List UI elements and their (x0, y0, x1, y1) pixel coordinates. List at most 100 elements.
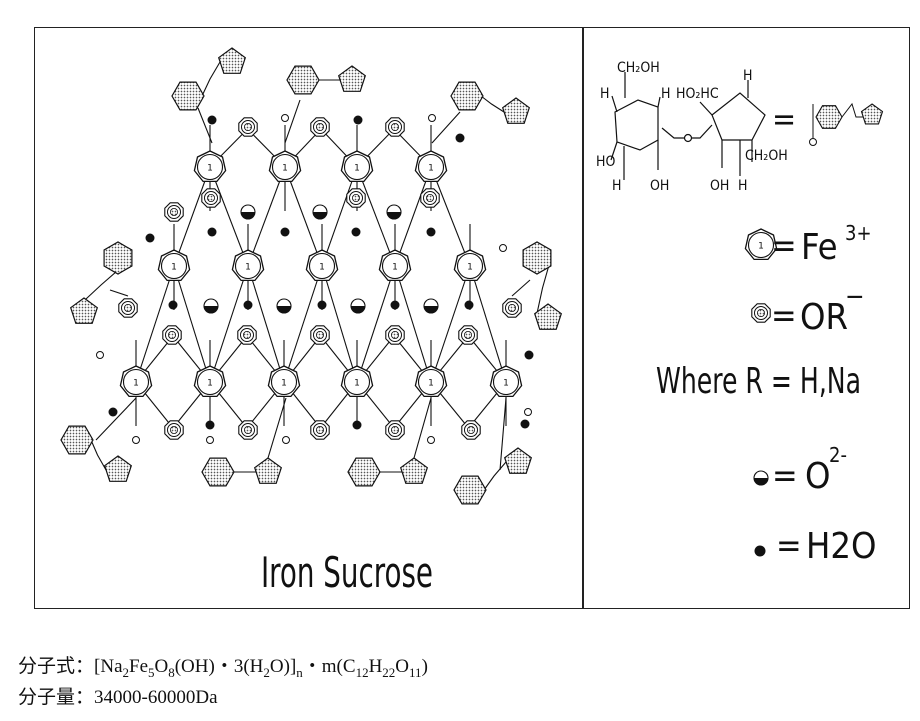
water-dot (207, 115, 217, 125)
fe-ion-icon: 1 (414, 150, 448, 183)
link-circle (524, 408, 532, 416)
link-circle (96, 351, 104, 359)
label-ch2oh-right: CH₂OH (745, 148, 788, 164)
fe-ion-label: 1 (392, 263, 398, 273)
or-group-icon (238, 117, 258, 137)
oxide-icon (753, 470, 769, 486)
or-group-icon (310, 117, 330, 137)
label-h-left: H (600, 86, 609, 102)
or-group-icon (164, 202, 184, 222)
bond-line (283, 265, 323, 383)
bond-line (209, 265, 249, 383)
bond-line (469, 265, 507, 383)
bond-line (284, 99, 301, 144)
oxide-icon (312, 204, 328, 220)
fe-ion-label: 1 (428, 379, 434, 389)
or-group-icon (385, 325, 405, 345)
water-dot (464, 300, 474, 310)
fe-ion-label: 1 (133, 379, 139, 389)
fe-ion-label: 1 (281, 379, 287, 389)
legend-o2-equals: = (772, 456, 798, 496)
bond-line (430, 166, 471, 267)
fe-ion-icon: 1 (340, 150, 374, 183)
label-oh-left: OH (650, 178, 669, 194)
fe-ion-icon: 1 (157, 249, 191, 282)
bond-line (394, 166, 432, 267)
molecular-formula-text: [Na2Fe5O8(OH)・3(H2O)]n・m(C12H22O11) (94, 656, 428, 680)
bond-line (109, 289, 129, 297)
bond-line (95, 397, 137, 441)
bond-line (356, 166, 396, 267)
water-dot (520, 419, 530, 429)
fe-ion-icon: 1 (489, 365, 523, 398)
or-group-icon (751, 303, 771, 323)
sucrose-unit-icon (286, 65, 367, 95)
bond-line (356, 265, 396, 383)
bond-line (284, 166, 323, 267)
legend-sucrose-equals: = (772, 100, 796, 138)
fe-ion-label: 1 (245, 263, 251, 273)
or-group-icon (238, 420, 258, 440)
oxide-icon (350, 298, 366, 314)
legend-or-charge: − (845, 282, 865, 312)
label-h-bottom-left: H (612, 178, 621, 194)
legend-o2: = O 2- (753, 443, 847, 497)
legend-o2-charge: 2- (829, 443, 847, 467)
water-dot (243, 300, 253, 310)
link-circle (281, 114, 289, 122)
bond-line (321, 166, 358, 267)
water-dot (455, 133, 465, 143)
bond-lines (95, 99, 531, 471)
water-dot (524, 350, 534, 360)
sucrose-hexagon-icon (815, 105, 843, 129)
water-dot (390, 300, 400, 310)
fe-ion-icon: 1 (305, 249, 339, 282)
fe-ion-label: 1 (171, 263, 177, 273)
sucrose-unit-icon (60, 425, 133, 482)
water-dot (351, 227, 361, 237)
label-h-top-right: H (743, 68, 752, 84)
fe-ion-label: 1 (319, 263, 325, 273)
fe-ion-label: 1 (467, 263, 473, 273)
oxide-icon (386, 204, 402, 220)
bond-line (173, 265, 211, 383)
fe-ion-label: 1 (354, 379, 360, 389)
bond-line (431, 111, 461, 144)
legend-fe: 1 = Fe 3+ (744, 221, 872, 268)
legend-o2-symbol: O (805, 456, 831, 497)
label-ho2hc: HO₂HC (676, 86, 719, 102)
water-dot (353, 115, 363, 125)
fe-hexagon-icon: 1 (744, 228, 778, 261)
molecular-formula-label: 分子式： (18, 656, 95, 677)
or-group-icon (385, 117, 405, 137)
legend: = 1 = Fe 3+ = OR − Where R = H,Na = O 2-… (656, 100, 884, 567)
fe-ion-label: 1 (354, 164, 360, 174)
link-circle (428, 114, 436, 122)
oxide-icon (423, 298, 439, 314)
sucrose-unit-icon (69, 241, 133, 324)
molecular-formula: 分子式：[Na2Fe5O8(OH)・3(H2O)]n・m(C12H22O11) (18, 651, 428, 681)
or-group-icon (201, 188, 221, 208)
bond-line (173, 166, 211, 267)
or-group-icon (420, 188, 440, 208)
sucrose-structure (610, 72, 766, 180)
legend-sucrose-icon (809, 102, 884, 146)
label-ho: HO (596, 154, 615, 170)
bond-line (247, 265, 285, 383)
fe-ion-icon: 1 (268, 150, 302, 183)
fe-ion-icon: 1 (453, 249, 487, 282)
oxide-icon (203, 298, 219, 314)
fe-ion-label: 1 (428, 164, 434, 174)
bond-line (135, 265, 175, 383)
water-dot (168, 300, 178, 310)
label-ch2oh-top: CH₂OH (617, 60, 660, 76)
sucrose-unit-icon (201, 457, 283, 487)
fe-ion-label: 1 (282, 164, 288, 174)
molecular-weight-label: 分子量： (18, 687, 95, 708)
bond-line (209, 166, 249, 267)
or-group-icon (458, 325, 478, 345)
water-dot (426, 227, 436, 237)
or-group-icon (346, 188, 366, 208)
or-octagon-icon (751, 303, 771, 323)
